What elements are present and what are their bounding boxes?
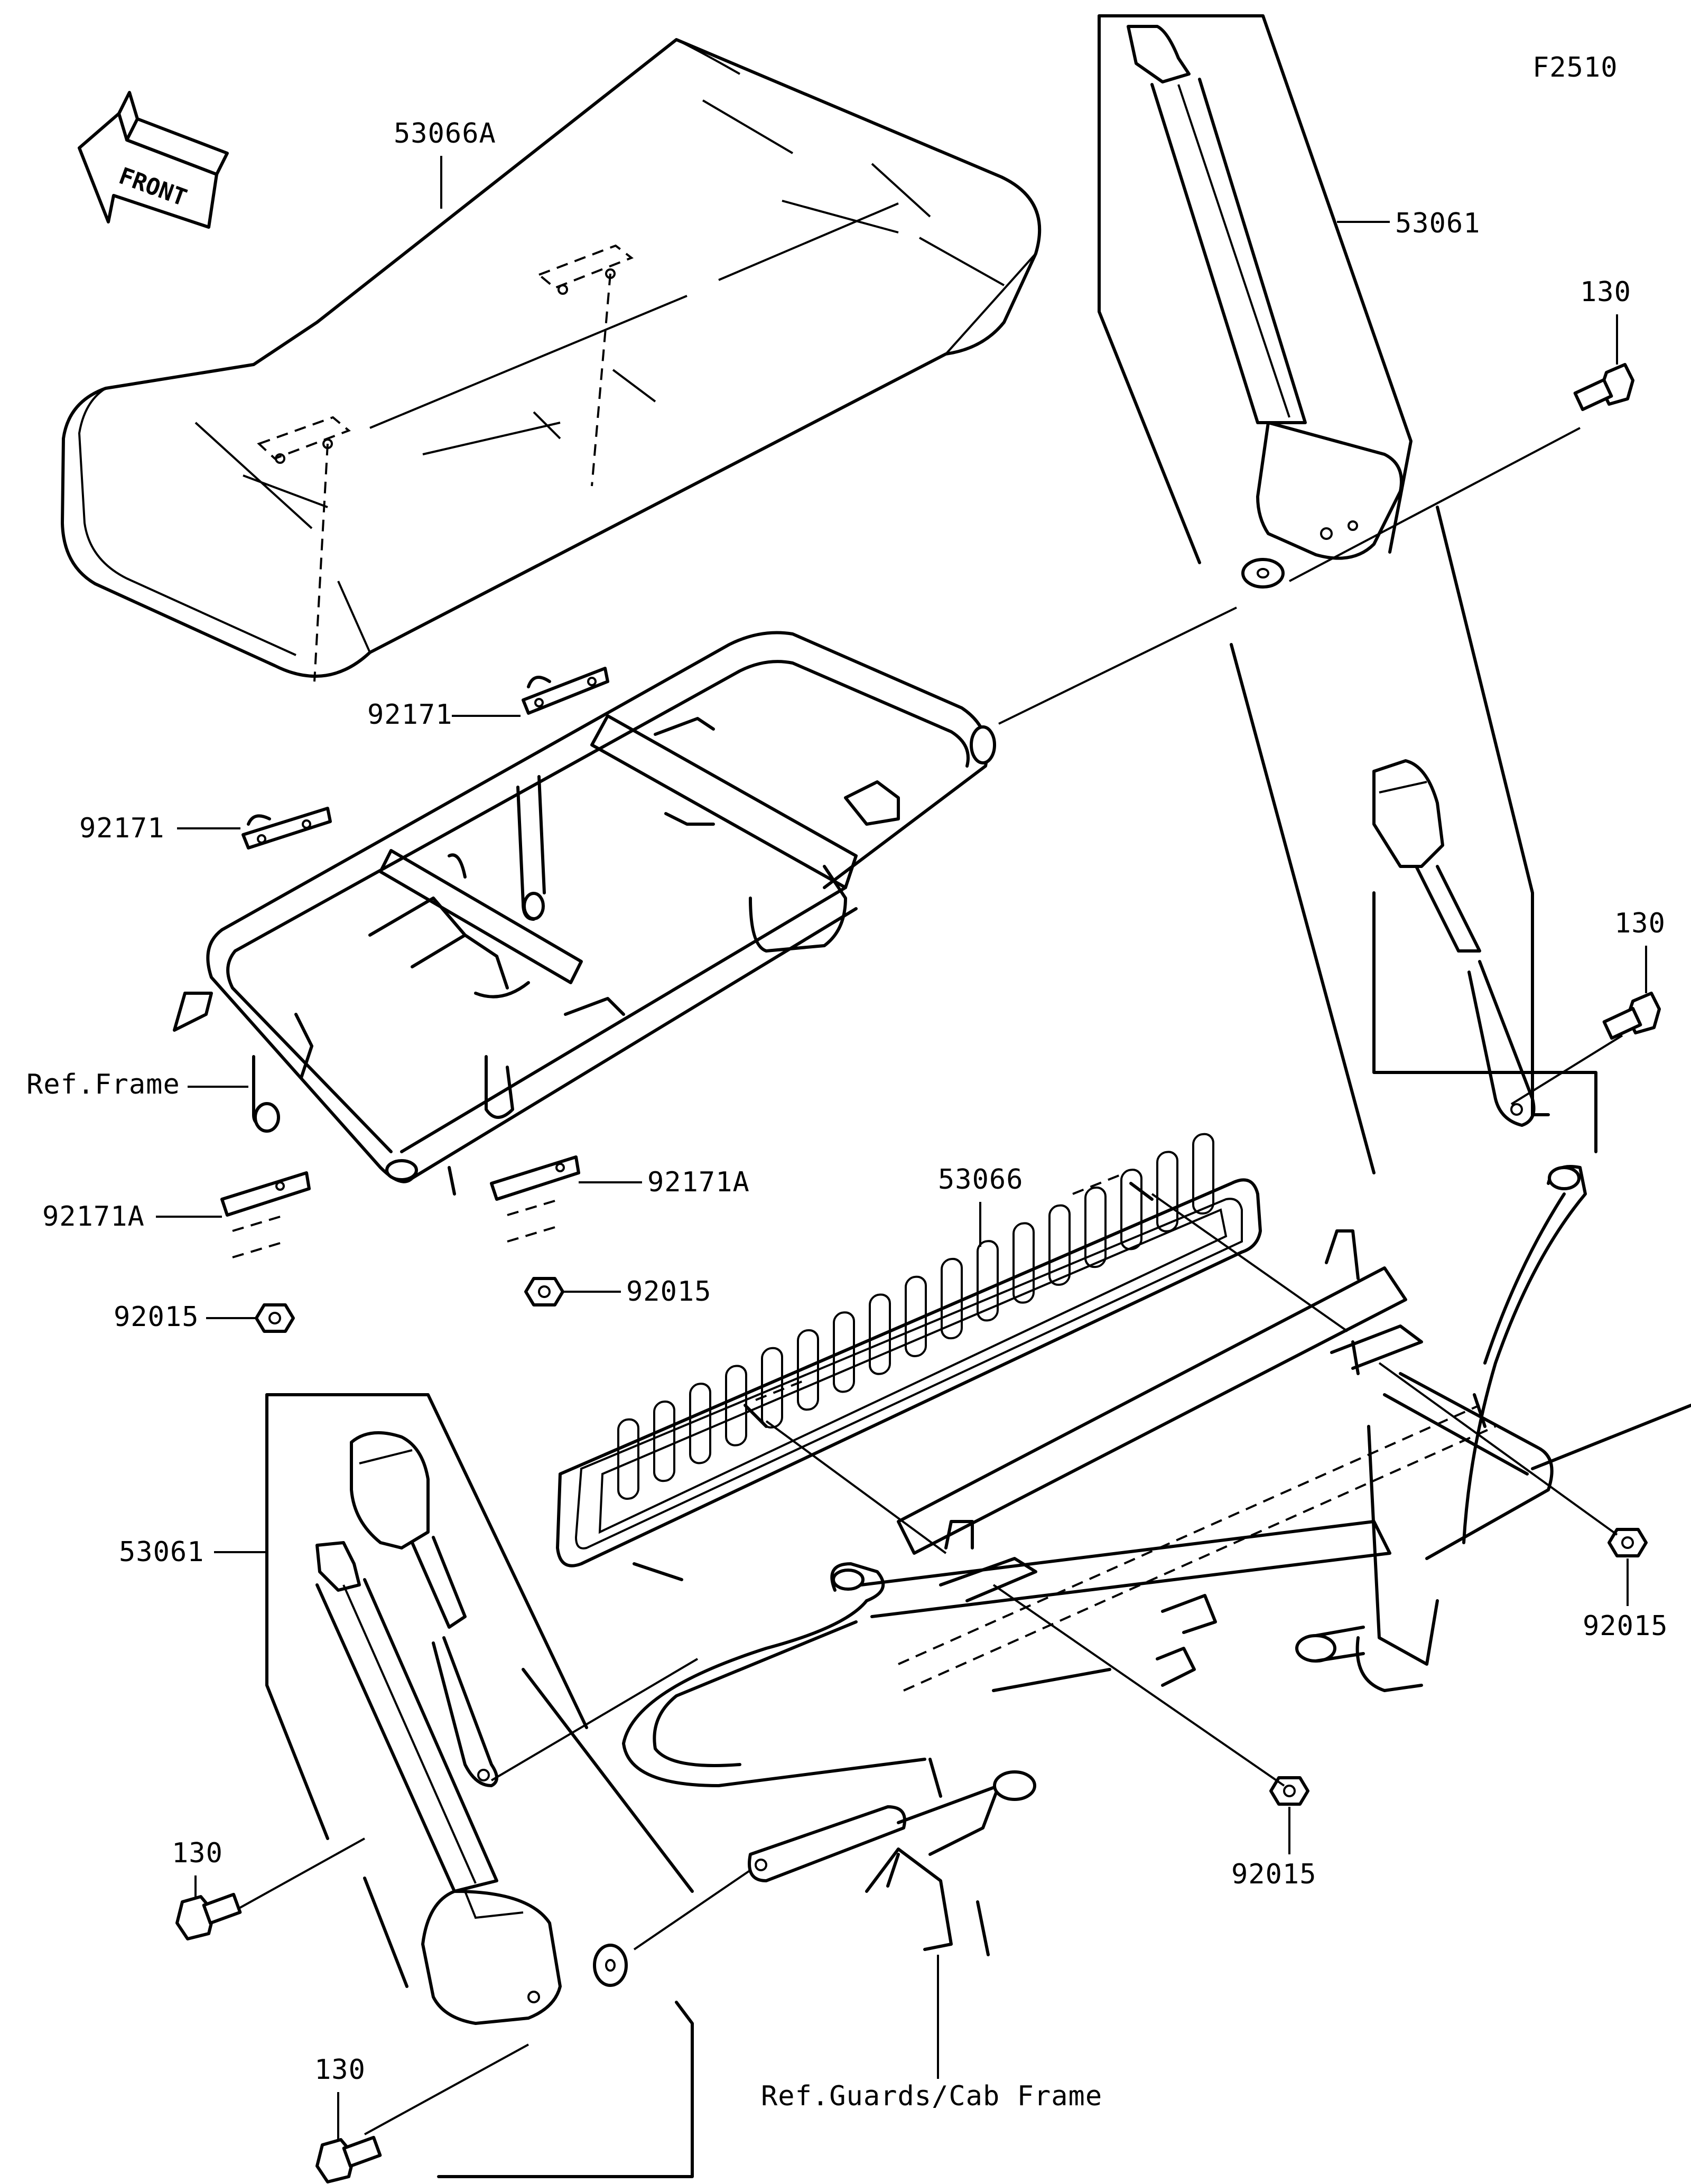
seatbelt-left: [265, 1393, 694, 2178]
mount-line: [1378, 1362, 1618, 1536]
cushion-slot: [905, 1275, 927, 1357]
cushion-slot: [1012, 1222, 1035, 1304]
cab-frame: [622, 1165, 1691, 1956]
cushion-slot: [941, 1257, 963, 1340]
cushion-pad: [1072, 1172, 1126, 1195]
seat-cushion: [556, 1178, 1262, 1567]
figure-code: F2510: [1532, 52, 1618, 83]
bolt-130-left-lower: [315, 2135, 382, 2183]
mount-line: [633, 1869, 751, 1950]
cushion-slot: [977, 1240, 999, 1322]
callout-130-left-upper: 130: [172, 1837, 223, 1869]
cushion-stud: [744, 1404, 768, 1428]
washer-right: [1241, 558, 1285, 589]
nut-92015-right: [1608, 1528, 1648, 1557]
mount-line: [992, 1584, 1285, 1787]
callout-92015-center: 92015: [626, 1276, 712, 1308]
cushion-slot: [1156, 1151, 1178, 1233]
cushion-slot: [797, 1329, 819, 1411]
cushion-slot: [1084, 1186, 1107, 1268]
cushion-slot: [761, 1347, 783, 1429]
callout-53061-right: 53061: [1395, 208, 1481, 239]
callout-ref-guards: Ref.Guards/Cab Frame: [761, 2080, 1102, 2112]
seat-frame: [173, 631, 996, 1196]
mount-line: [1151, 1193, 1349, 1332]
mount-line: [313, 443, 329, 682]
cushion-slots: [617, 1133, 1214, 1500]
callout-92171a-right: 92171A: [647, 1166, 750, 1198]
mount-line: [364, 2043, 529, 2135]
callout-92171a-left: 92171A: [42, 1201, 145, 1233]
cushion-slot: [833, 1311, 855, 1393]
washer-left: [593, 1944, 628, 1987]
callout-92015-bottom: 92015: [1231, 1859, 1317, 1890]
callout-92015-left: 92015: [114, 1301, 199, 1333]
mount-line: [221, 1837, 365, 1919]
bolt-130-right-upper: [1573, 363, 1634, 412]
cushion-slot: [869, 1293, 891, 1375]
callout-130-right-upper: 130: [1580, 276, 1631, 308]
callout-53061-left: 53061: [119, 1536, 205, 1568]
nut-92015-left: [255, 1303, 295, 1333]
cushion-slot: [1048, 1204, 1071, 1286]
callout-92171-center: 92171: [367, 699, 453, 731]
nut-92015-center: [524, 1277, 564, 1306]
cushion-stud: [1129, 1182, 1154, 1201]
bolt-130-left-upper: [175, 1892, 242, 1940]
mount-line: [490, 1658, 699, 1781]
bolt-130-right-lower: [1602, 992, 1661, 1040]
callout-ref-frame: Ref.Frame: [26, 1069, 180, 1100]
cushion-slot: [617, 1418, 639, 1500]
mount-line: [998, 606, 1237, 725]
callout-130-right-lower: 130: [1614, 908, 1666, 939]
cushion-slot: [653, 1400, 675, 1482]
cushion-slot: [1192, 1133, 1214, 1215]
seatbelt-right: [1098, 14, 1597, 1174]
mount-line: [591, 273, 611, 487]
callout-130-left-lower: 130: [314, 2054, 366, 2086]
callout-53066: 53066: [938, 1164, 1024, 1196]
bracket-92171a-left: [220, 1171, 311, 1258]
bracket-92171-left: [241, 807, 332, 850]
seat-backrest: [61, 38, 1042, 678]
cushion-pad: [755, 1378, 809, 1401]
bracket-92171a-right: [490, 1155, 580, 1243]
mount-line: [1289, 427, 1581, 582]
callout-53066a: 53066A: [394, 118, 496, 150]
callout-92171-left: 92171: [79, 813, 165, 844]
nut-92015-bottom: [1269, 1776, 1309, 1806]
bracket-92171-center: [522, 667, 609, 715]
front-arrow-icon: FRONT: [78, 91, 229, 229]
callout-92015-right: 92015: [1583, 1610, 1668, 1642]
mount-line: [1510, 1034, 1623, 1105]
cushion-slot: [689, 1383, 711, 1464]
cushion-slot: [1120, 1169, 1142, 1250]
mount-line: [765, 1420, 947, 1554]
